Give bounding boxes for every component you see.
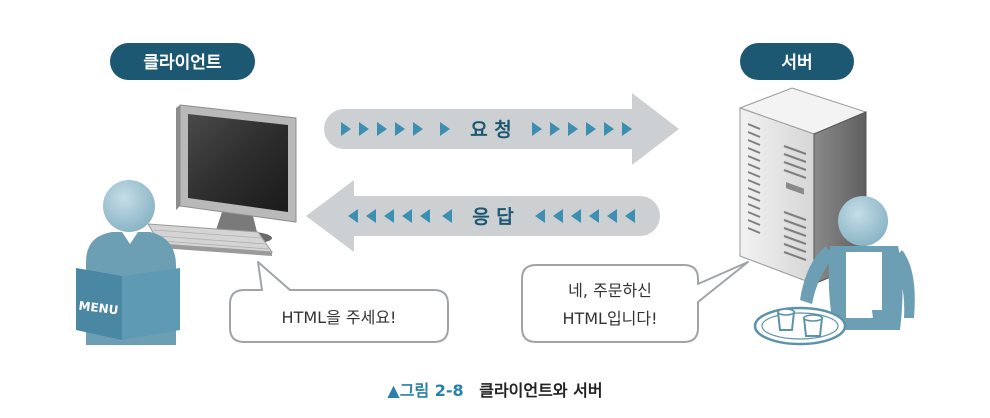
client-person-icon: MENU xyxy=(76,180,180,345)
caption-prefix: ▲그림 2-8 xyxy=(387,381,463,400)
server-person-icon xyxy=(800,196,915,330)
response-label: 응 답 xyxy=(472,206,514,228)
server-bubble-line2: HTML입니다! xyxy=(562,309,657,328)
server-label-pill: 서버 xyxy=(740,43,854,80)
response-arrow: 응 답 xyxy=(306,180,660,252)
response-arrow-markers-right xyxy=(535,209,635,223)
server-speech-bubble: 네, 주문하신 HTML입니다! xyxy=(521,261,749,343)
client-bubble-text: HTML을 주세요! xyxy=(282,308,397,327)
request-label: 요 청 xyxy=(470,119,512,141)
computer-icon xyxy=(147,104,297,256)
request-arrow-markers-left xyxy=(341,122,450,136)
tray-with-cups-icon xyxy=(753,306,847,346)
menu-text: MENU xyxy=(78,299,119,318)
request-arrow: 요 청 xyxy=(324,93,679,165)
response-arrow-markers-left xyxy=(348,209,452,223)
client-label: 클라이언트 xyxy=(143,53,222,73)
figure-caption: ▲그림 2-8 클라이언트와 서버 xyxy=(387,381,602,400)
server-label: 서버 xyxy=(781,53,812,73)
client-label-pill: 클라이언트 xyxy=(110,43,255,80)
request-arrow-markers-right xyxy=(532,122,632,136)
svg-text:▲그림 2-8 클라이언트와 서버: ▲그림 2-8 클라이언트와 서버 xyxy=(387,381,602,400)
caption-text: 클라이언트와 서버 xyxy=(479,381,602,400)
client-speech-bubble: HTML을 주세요! xyxy=(229,261,449,343)
server-bubble-line1: 네, 주문하신 xyxy=(568,281,652,300)
